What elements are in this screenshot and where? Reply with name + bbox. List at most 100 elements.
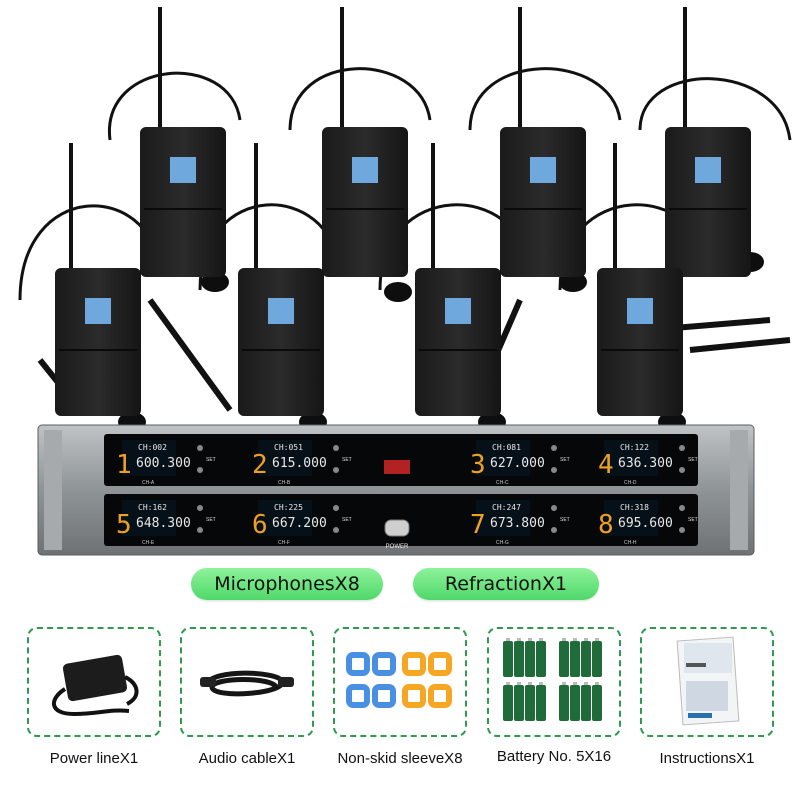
channel-up-button	[333, 445, 339, 451]
power-adapter-icon	[52, 654, 139, 717]
battery-terminal	[562, 682, 566, 685]
brand-logo-icon	[384, 460, 410, 474]
bodypack	[415, 143, 501, 416]
battery-terminal	[528, 682, 532, 685]
microphones-pill: MicrophonesX8	[191, 568, 383, 600]
channel-up-button	[333, 505, 339, 511]
channel-number: 1	[116, 450, 132, 480]
set-label: SET	[342, 517, 352, 523]
channel-code: CH:002	[138, 443, 167, 452]
accessory-label-power: Power lineX1	[49, 750, 139, 767]
channel-tag: CH-A	[142, 480, 155, 486]
refraction-pill: RefractionX1	[413, 568, 599, 600]
channel-code: CH:247	[492, 503, 521, 512]
channel-tag: CH-F	[278, 540, 290, 546]
channel-down-button	[333, 467, 339, 473]
battery-terminal	[506, 682, 510, 685]
accessory-card-cable	[180, 627, 314, 737]
set-label: SET	[206, 517, 216, 523]
battery-terminal	[562, 638, 566, 641]
battery-terminal	[595, 682, 599, 685]
battery-terminal	[517, 638, 521, 641]
lcd-screen	[122, 500, 176, 536]
battery-terminal	[539, 682, 543, 685]
channel-frequency: 627.000	[490, 456, 545, 471]
channel-down-button	[551, 527, 557, 533]
channel-frequency: 600.300	[136, 456, 191, 471]
audio-cable-icon	[200, 670, 294, 697]
channel-code: CH:122	[620, 443, 649, 452]
bodypack	[665, 7, 751, 277]
lcd-screen	[258, 500, 312, 536]
bodypack	[597, 143, 683, 416]
battery-cell	[514, 641, 524, 677]
battery-terminal	[595, 638, 599, 641]
set-label: SET	[688, 457, 698, 463]
channel-down-button	[197, 527, 203, 533]
set-label: SET	[342, 457, 352, 463]
channel-frequency: 695.600	[618, 516, 673, 531]
channel-tag: CH-H	[624, 540, 637, 546]
lcd-screen	[258, 440, 312, 476]
lcd-screen	[476, 500, 530, 536]
lcd-screen	[604, 500, 658, 536]
battery-terminal	[573, 638, 577, 641]
channel-down-button	[679, 527, 685, 533]
channel-number: 2	[252, 450, 268, 480]
channel-down-button	[551, 467, 557, 473]
channel-tag: CH-E	[142, 540, 155, 546]
channel-number: 5	[116, 510, 132, 540]
battery-cell	[503, 641, 513, 677]
bodypack	[140, 7, 226, 277]
lcd-screen	[122, 440, 176, 476]
set-label: SET	[206, 457, 216, 463]
battery-terminal	[528, 638, 532, 641]
power-button	[384, 519, 410, 537]
set-label: SET	[560, 457, 570, 463]
accessory-label-cable: Audio cableX1	[198, 750, 296, 767]
lcd-screen	[604, 440, 658, 476]
battery-cell	[581, 685, 591, 721]
channel-tag: CH-C	[496, 480, 509, 486]
accessory-card-manual	[640, 627, 774, 737]
bodypack	[500, 7, 586, 277]
bodypack	[322, 7, 408, 277]
power-label: POWER	[386, 544, 409, 550]
channel-tag: CH-G	[496, 540, 509, 546]
channel-code: CH:081	[492, 443, 521, 452]
sleeve-icon	[346, 652, 452, 708]
bodypack	[55, 143, 141, 416]
battery-cell	[559, 641, 569, 677]
channel-tag: CH-D	[624, 480, 637, 486]
channel-up-button	[197, 505, 203, 511]
channel-code: CH:225	[274, 503, 303, 512]
channel-number: 7	[470, 510, 486, 540]
channel-up-button	[551, 445, 557, 451]
channel-down-button	[197, 467, 203, 473]
battery-cell	[536, 641, 546, 677]
accessory-card-batteries	[487, 627, 621, 737]
battery-cell	[570, 685, 580, 721]
bodypack-transmitters	[55, 7, 751, 416]
battery-cell	[536, 685, 546, 721]
channel-code: CH:162	[138, 503, 167, 512]
battery-cell	[525, 685, 535, 721]
channel-number: 6	[252, 510, 268, 540]
battery-cell	[559, 685, 569, 721]
battery-terminal	[517, 682, 521, 685]
channel-code: CH:051	[274, 443, 303, 452]
accessory-label-sleeves: Non-skid sleeveX8	[337, 750, 463, 767]
channel-up-button	[679, 505, 685, 511]
channel-frequency: 636.300	[618, 456, 673, 471]
accessory-label-manual: InstructionsX1	[659, 750, 755, 767]
battery-terminal	[506, 638, 510, 641]
battery-cell	[503, 685, 513, 721]
